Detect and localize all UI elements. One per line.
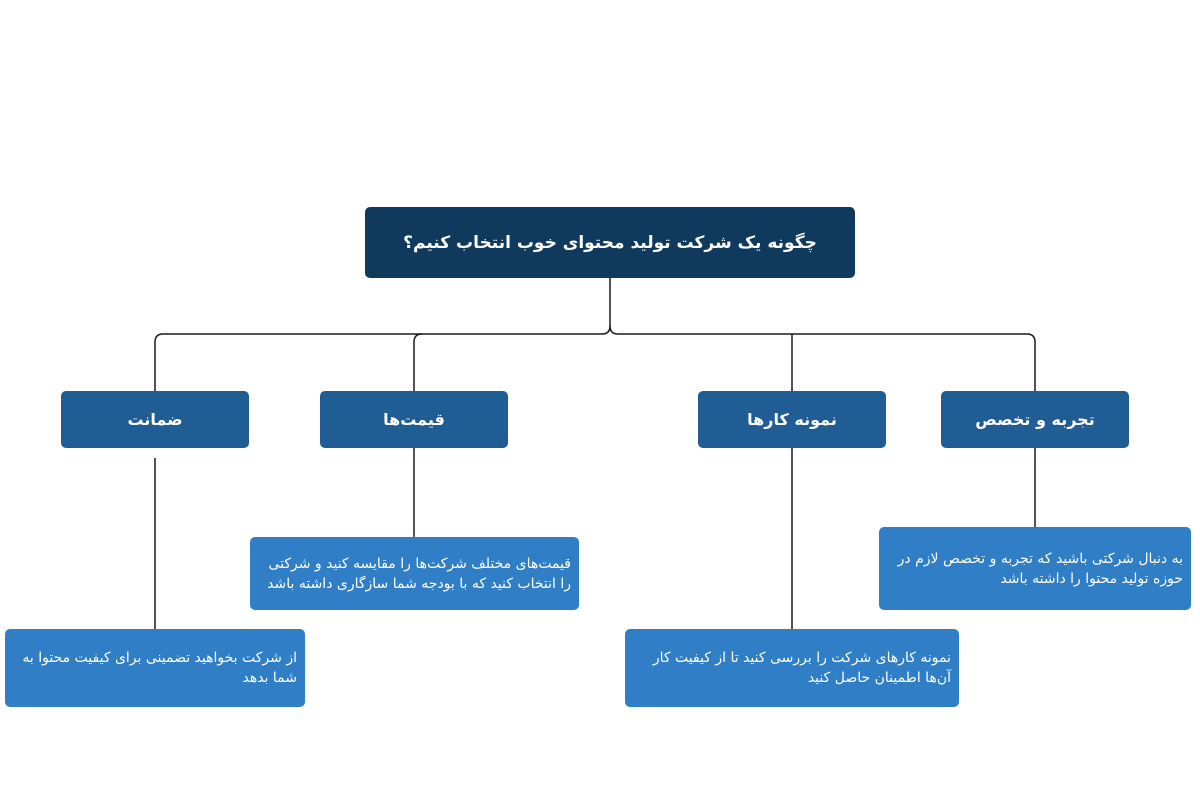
- category-samples-label: نمونه کارها: [747, 410, 837, 429]
- detail-samples-node: نمونه کارهای شرکت را بررسی کنید تا از کی…: [625, 629, 959, 707]
- category-experience-label: تجربه و تخصص: [975, 410, 1095, 429]
- detail-guarantee-text: از شرکت بخواهید تضمینی برای کیفیت محتوا …: [22, 650, 297, 686]
- category-guarantee-node: ضمانت: [61, 391, 249, 448]
- connector-to-prices: [413, 333, 423, 391]
- connector-root-right: [609, 325, 1036, 391]
- category-samples-node: نمونه کارها: [698, 391, 886, 448]
- root-question-node: چگونه یک شرکت تولید محتوای خوب انتخاب کن…: [365, 207, 855, 278]
- category-guarantee-label: ضمانت: [127, 410, 183, 429]
- root-question-title: چگونه یک شرکت تولید محتوای خوب انتخاب کن…: [403, 232, 817, 253]
- detail-samples-text: نمونه کارهای شرکت را بررسی کنید تا از کی…: [652, 650, 951, 686]
- connector-root-stem: [154, 278, 611, 391]
- detail-experience-node: به دنبال شرکتی باشید که تجربه و تخصص لاز…: [879, 527, 1191, 610]
- detail-prices-text: قیمت‌های مختلف شرکت‌ها را مقایسه کنید و …: [267, 555, 571, 592]
- detail-prices-node: قیمت‌های مختلف شرکت‌ها را مقایسه کنید و …: [250, 537, 579, 610]
- detail-experience-text: به دنبال شرکتی باشید که تجربه و تخصص لاز…: [897, 550, 1183, 587]
- detail-guarantee-node: از شرکت بخواهید تضمینی برای کیفیت محتوا …: [5, 629, 305, 707]
- category-prices-label: قیمت‌ها: [383, 410, 445, 429]
- category-experience-node: تجربه و تخصص: [941, 391, 1129, 448]
- category-prices-node: قیمت‌ها: [320, 391, 508, 448]
